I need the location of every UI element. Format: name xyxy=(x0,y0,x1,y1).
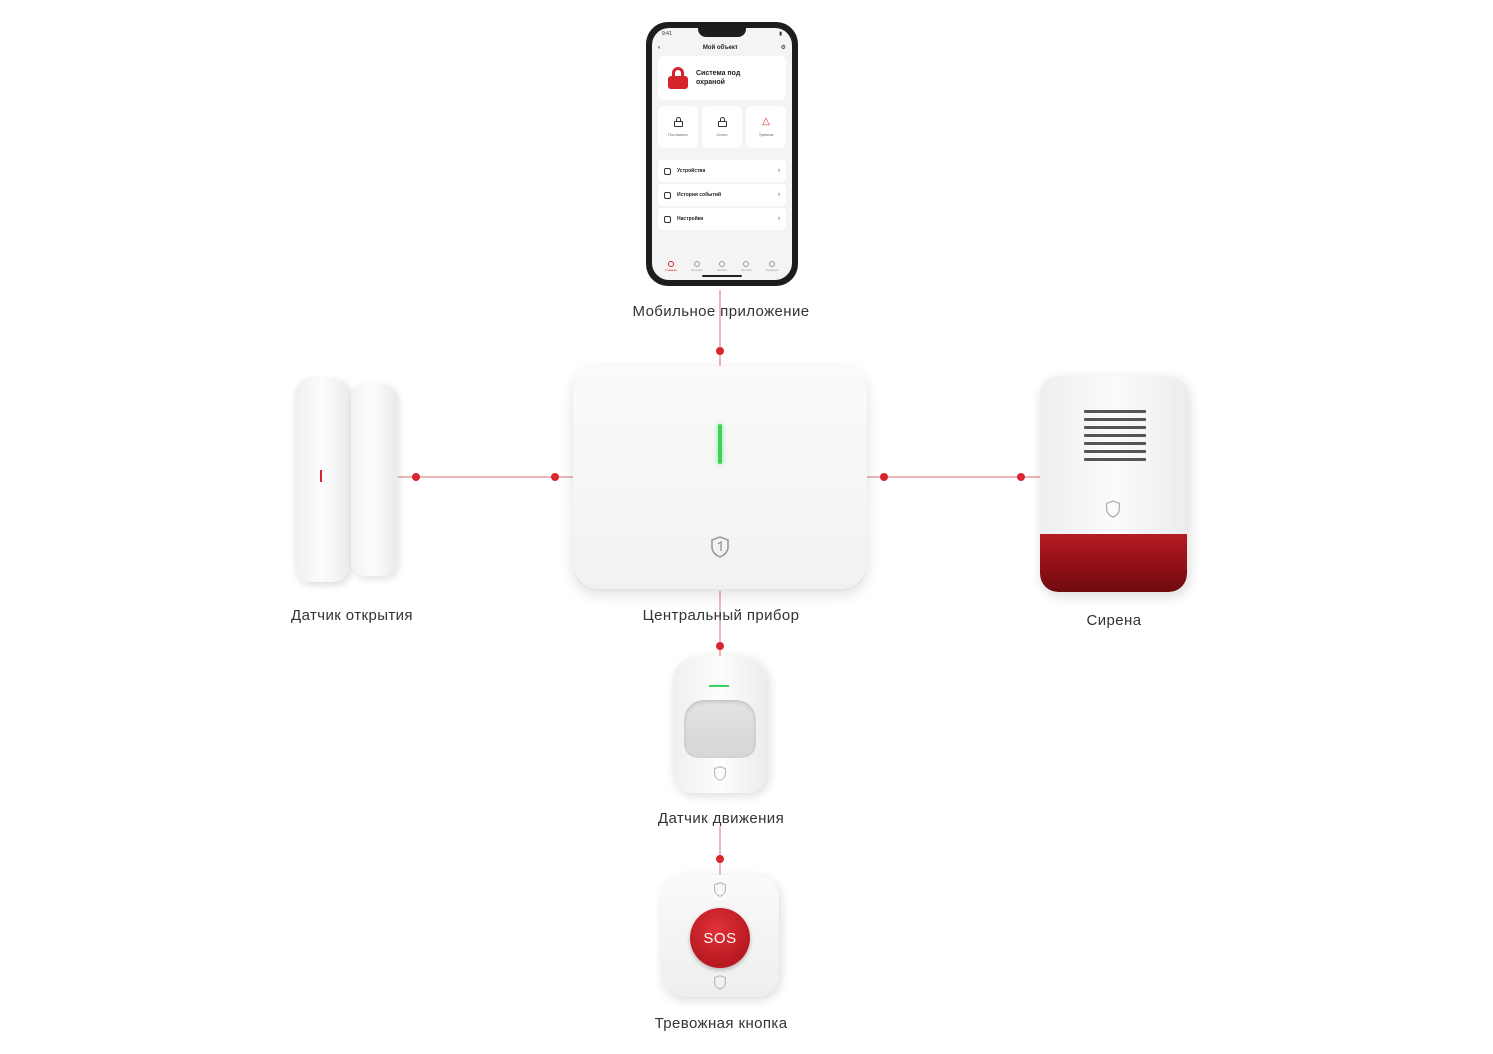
siren-red-lens xyxy=(1040,534,1187,592)
label-central-hub: Центральный прибор xyxy=(642,607,800,624)
siren-speaker-grille xyxy=(1084,410,1146,466)
security-status-card: Система под охраной xyxy=(658,56,786,100)
tab-home[interactable]: Главная xyxy=(665,261,677,272)
phone-time: 9:41 xyxy=(662,31,672,37)
functions-icon xyxy=(693,261,700,267)
tab-label: Профиль xyxy=(765,268,779,272)
tab-profile[interactable]: Профиль xyxy=(766,261,779,272)
tab-requests[interactable]: Заявки xyxy=(717,261,727,272)
siren-device xyxy=(1040,376,1187,592)
door-sensor-led xyxy=(320,470,322,482)
menu-item-label: Настройки xyxy=(677,216,704,222)
chevron-right-icon: › xyxy=(778,168,780,174)
motion-sensor-device xyxy=(673,656,767,793)
action-buttons: Поставить Снять △ Тревога xyxy=(658,106,786,148)
node-dot xyxy=(1017,473,1025,481)
app-menu: Устройства › История событий › Настройки… xyxy=(658,160,786,232)
unlock-icon xyxy=(717,117,727,127)
menu-item-label: История событий xyxy=(677,192,722,198)
chevron-right-icon: › xyxy=(778,216,780,222)
arm-button[interactable]: Поставить xyxy=(658,106,698,148)
mobile-phone: 9:41 ▮ ‹ Мой объект ⚙ Система под охрано… xyxy=(646,22,798,286)
node-dot xyxy=(880,473,888,481)
shield-logo-icon xyxy=(714,882,726,897)
shield-logo-icon xyxy=(714,975,726,990)
phone-screen: 9:41 ▮ ‹ Мой объект ⚙ Система под охрано… xyxy=(652,28,792,280)
settings-icon xyxy=(664,215,671,223)
phone-statusbar: 9:41 ▮ xyxy=(662,31,782,37)
lock-icon xyxy=(668,67,688,89)
label-motion-sensor: Датчик движения xyxy=(657,810,785,827)
home-indicator xyxy=(702,275,742,277)
tab-functions[interactable]: Функции xyxy=(691,261,703,272)
panic-button-device: SOS xyxy=(661,875,779,997)
security-status-text: Система под охраной xyxy=(696,70,741,86)
lock-icon xyxy=(673,117,683,127)
history-icon xyxy=(664,191,671,199)
sos-button[interactable]: SOS xyxy=(690,908,750,968)
central-hub-device xyxy=(573,366,867,591)
menu-item-settings[interactable]: Настройки › xyxy=(658,208,786,230)
node-dot xyxy=(716,642,724,650)
hub-status-led xyxy=(718,424,722,464)
menu-item-devices[interactable]: Устройства › xyxy=(658,160,786,182)
chevron-right-icon: › xyxy=(778,192,780,198)
app-header: ‹ Мой объект ⚙ xyxy=(658,44,786,52)
node-dot xyxy=(716,855,724,863)
battery-icon: ▮ xyxy=(779,31,782,37)
tab-label: Главная xyxy=(665,268,677,272)
gear-icon[interactable]: ⚙ xyxy=(780,45,786,51)
alarm-bell-icon: △ xyxy=(762,116,770,127)
shield-logo-icon xyxy=(714,766,726,781)
door-sensor-main xyxy=(295,378,349,582)
app-tabbar: Главная Функции Заявки Оплата Профиль xyxy=(658,261,786,272)
label-mobile-app: Мобильное приложение xyxy=(632,303,810,320)
motion-sensor-led xyxy=(709,685,729,687)
door-sensor-magnet xyxy=(351,384,397,576)
shield-logo-icon xyxy=(1105,500,1121,518)
menu-item-label: Устройства xyxy=(677,168,706,174)
motion-sensor-lens xyxy=(684,700,756,758)
label-panic-button: Тревожная кнопка xyxy=(654,1015,788,1032)
app-header-title: Мой объект xyxy=(702,44,738,51)
tab-label: Оплата xyxy=(741,268,752,272)
alarm-button[interactable]: △ Тревога xyxy=(746,106,786,148)
node-dot xyxy=(551,473,559,481)
node-dot xyxy=(412,473,420,481)
phone-notch xyxy=(698,28,746,37)
tab-payment[interactable]: Оплата xyxy=(741,261,751,272)
label-siren: Сирена xyxy=(1086,612,1142,629)
requests-icon xyxy=(718,261,725,267)
tab-label: Функции xyxy=(690,268,703,272)
label-door-sensor: Датчик открытия xyxy=(291,607,413,624)
tab-label: Заявки xyxy=(717,268,727,272)
menu-item-history[interactable]: История событий › xyxy=(658,184,786,206)
payment-icon xyxy=(743,261,750,267)
alarm-button-label: Тревога xyxy=(758,132,774,137)
home-icon xyxy=(667,261,674,267)
arm-button-label: Поставить xyxy=(668,132,688,137)
devices-icon xyxy=(664,167,671,175)
disarm-button-label: Снять xyxy=(716,132,728,137)
node-dot xyxy=(716,347,724,355)
shield-logo-icon xyxy=(711,536,729,558)
profile-icon xyxy=(769,261,776,267)
back-icon[interactable]: ‹ xyxy=(658,44,660,51)
disarm-button[interactable]: Снять xyxy=(702,106,742,148)
